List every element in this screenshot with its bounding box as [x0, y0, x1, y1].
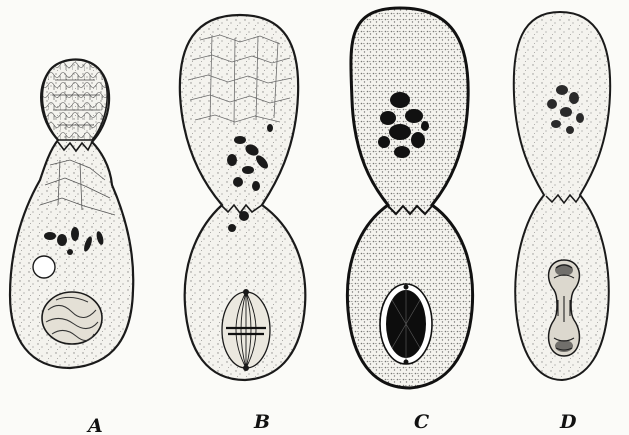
panel-label-a: A: [86, 415, 103, 435]
panel-label-b: B: [253, 411, 270, 433]
cell-panel-c: [347, 8, 472, 388]
panel-label-c: C: [414, 411, 429, 433]
cell-panel-b: [180, 15, 305, 380]
cell-panel-a: [10, 60, 133, 368]
cell-c-nucleus: [380, 284, 432, 365]
cell-panel-d: [514, 12, 610, 380]
cell-a-vacuole: [33, 256, 55, 278]
panel-label-d: D: [559, 411, 577, 433]
cell-a-cap: [42, 60, 107, 140]
